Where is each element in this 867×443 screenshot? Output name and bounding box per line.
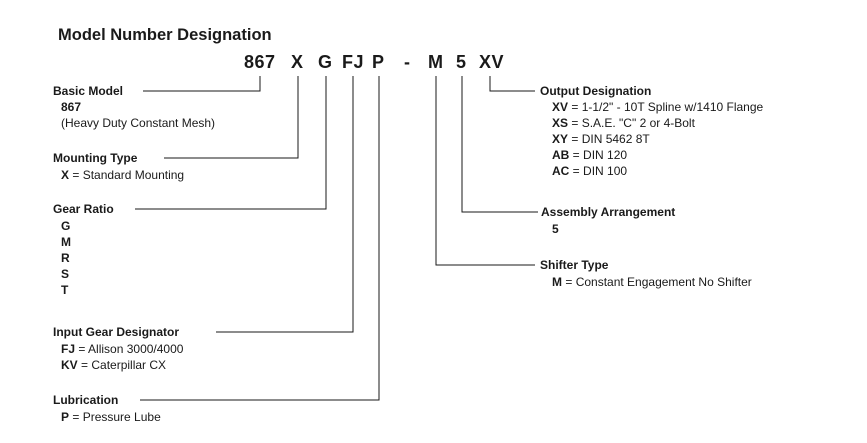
item-sep: =: [77, 358, 92, 372]
assembly-value: 5: [552, 222, 559, 236]
item-sep: =: [69, 410, 83, 424]
basic-model-desc: (Heavy Duty Constant Mesh): [61, 116, 216, 130]
code-basic-model: 867: [244, 52, 276, 72]
item-code: AB: [552, 148, 570, 162]
connector-output: [489, 76, 535, 92]
output-item: XY = DIN 5462 8T: [552, 132, 650, 146]
shifter-item: M = Constant Engagement No Shifter: [552, 275, 752, 289]
item-sep: =: [562, 275, 576, 289]
item-code: X: [61, 168, 70, 182]
input-gear-item: FJ = Allison 3000/4000: [61, 342, 183, 356]
item-code: M: [552, 275, 562, 289]
item-text: Allison 3000/4000: [88, 342, 184, 356]
item-sep: =: [568, 132, 582, 146]
connector-shifter: [435, 76, 535, 266]
item-code: XV: [552, 100, 569, 114]
item-text: Pressure Lube: [82, 410, 161, 424]
gear-ratio-item: R: [61, 251, 70, 265]
output-item: AB = DIN 120: [552, 148, 627, 162]
shifter-label: Shifter Type: [540, 258, 609, 272]
item-code: KV: [61, 358, 78, 372]
item-text: DIN 120: [583, 148, 628, 162]
code-lubrication: P: [372, 52, 385, 72]
item-text: 1-1/2" - 10T Spline w/1410 Flange: [581, 100, 764, 114]
gear-ratio-item: T: [61, 283, 69, 297]
item-text: DIN 100: [583, 164, 628, 178]
gear-ratio-item: G: [61, 219, 71, 233]
connector-mounting: [164, 76, 299, 159]
connector-assembly: [461, 76, 538, 213]
gear-ratio-item: M: [61, 235, 71, 249]
item-code: XY: [552, 132, 569, 146]
assembly-label: Assembly Arrangement: [541, 205, 676, 219]
item-code: FJ: [61, 342, 76, 356]
item-sep: =: [569, 164, 584, 178]
item-code: AC: [552, 164, 570, 178]
page-title: Model Number Designation: [58, 26, 272, 44]
item-sep: =: [75, 342, 89, 356]
connector-input-gear: [216, 76, 354, 333]
item-text: Caterpillar CX: [91, 358, 167, 372]
code-output: XV: [479, 52, 505, 72]
input-gear-item: KV = Caterpillar CX: [61, 358, 166, 372]
gear-ratio-item: S: [61, 267, 70, 281]
item-sep: =: [568, 100, 582, 114]
code-shifter: M: [428, 52, 444, 72]
connector-lubrication: [140, 76, 380, 401]
item-text: S.A.E. "C" 2 or 4-Bolt: [581, 116, 695, 130]
output-label: Output Designation: [540, 84, 652, 98]
code-mounting: X: [291, 52, 304, 72]
connector-basic-model: [143, 76, 261, 92]
item-sep: =: [569, 148, 584, 162]
basic-model-value: 867: [61, 100, 82, 114]
basic-model-label: Basic Model: [53, 84, 124, 98]
item-code: XS: [552, 116, 569, 130]
item-text: DIN 5462 8T: [581, 132, 650, 146]
input-gear-label: Input Gear Designator: [53, 325, 180, 339]
lubrication-label: Lubrication: [53, 393, 119, 407]
output-item: AC = DIN 100: [552, 164, 627, 178]
output-item: XS = S.A.E. "C" 2 or 4-Bolt: [552, 116, 695, 130]
item-text: Standard Mounting: [82, 168, 185, 182]
item-sep: =: [69, 168, 83, 182]
code-gear-ratio: G: [318, 52, 333, 72]
item-sep: =: [568, 116, 582, 130]
output-item: XV = 1-1/2" - 10T Spline w/1410 Flange: [552, 100, 763, 114]
code-assembly: 5: [456, 52, 467, 72]
lubrication-item: P = Pressure Lube: [61, 410, 161, 424]
mounting-type-label: Mounting Type: [53, 151, 138, 165]
gear-ratio-label: Gear Ratio: [53, 202, 114, 216]
item-text: Constant Engagement No Shifter: [575, 275, 752, 289]
item-code: P: [61, 410, 70, 424]
mounting-type-item: X = Standard Mounting: [61, 168, 184, 182]
code-dash: -: [404, 52, 411, 72]
connector-gear-ratio: [135, 76, 327, 210]
code-input-gear: FJ: [342, 52, 365, 72]
